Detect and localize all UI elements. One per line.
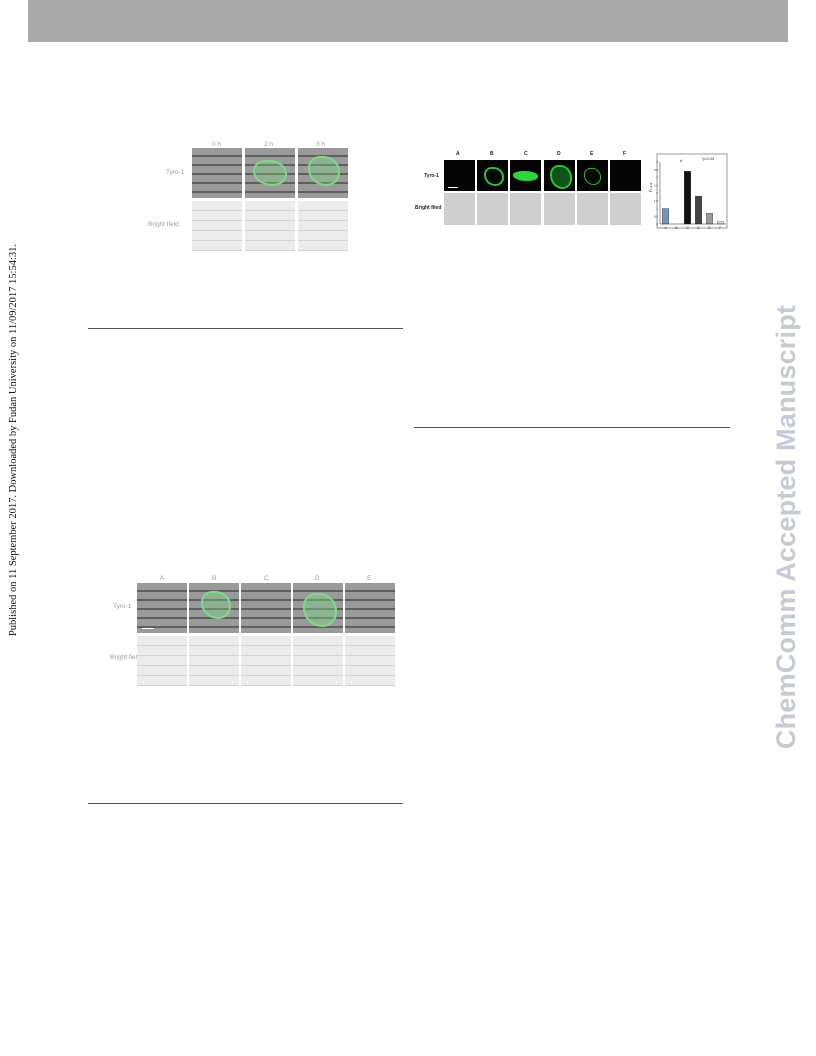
chart-annotation: *p<0.05 — [702, 157, 714, 161]
caption-rule — [88, 803, 403, 804]
bright-field-panel — [444, 193, 475, 225]
y-tick-label: 2.5 — [654, 183, 659, 187]
fluorescence-panel — [510, 160, 541, 191]
y-tick-label: 3.5 — [654, 168, 659, 172]
fluorescence-panel — [189, 583, 239, 633]
bright-field-panel — [241, 636, 291, 686]
y-tick-label: 3 — [656, 176, 658, 180]
caption-rule — [88, 328, 403, 329]
column-label: E — [367, 575, 372, 582]
column-label: E — [590, 151, 594, 157]
column-label: 2 h — [264, 141, 274, 148]
chart-significance-mark: # — [680, 158, 683, 163]
bar-D — [695, 195, 702, 225]
fluorescence-panel — [477, 160, 508, 191]
x-tick-label: C — [686, 226, 689, 230]
y-tick-label: 0.5 — [654, 214, 659, 218]
bar-F — [717, 221, 724, 225]
row-label-tyro: Tyro-1 — [166, 169, 185, 176]
column-label: 3 h — [316, 141, 326, 148]
fluorescence-panel — [137, 583, 187, 633]
header-bar — [28, 0, 788, 42]
row-label-bright-field: Bright field — [148, 221, 179, 228]
fluorescence-panel — [577, 160, 608, 191]
y-tick-label: 0 — [656, 222, 658, 226]
y-tick-label: 2 — [656, 191, 658, 195]
fluorescence-panel — [298, 148, 348, 198]
x-tick-label: B — [675, 226, 678, 230]
fluorescence-panel — [610, 160, 641, 191]
fluorescence-panel — [444, 160, 475, 191]
bright-field-panel — [577, 193, 608, 225]
fluorescence-panel — [544, 160, 575, 191]
y-tick-label: 1 — [656, 207, 658, 211]
x-tick-label: A — [664, 226, 667, 230]
bar-chart: FI a.u. *p<0.05 # 4 3.5 3 2.5 2 1.5 1 0.5 0 A B C D… — [649, 153, 728, 230]
accepted-manuscript-watermark: ChemComm Accepted Manuscript — [771, 304, 801, 750]
publication-note: Published on 11 September 2017. Download… — [8, 243, 19, 637]
chart-frame — [656, 153, 728, 229]
column-label: F — [623, 151, 627, 157]
bright-field-panel — [610, 193, 641, 225]
chart-axis — [659, 162, 726, 225]
column-label: C — [264, 575, 269, 582]
bright-field-panel — [477, 193, 508, 225]
column-label: C — [524, 151, 528, 157]
fluorescence-panel — [345, 583, 395, 633]
bright-field-panel — [298, 201, 348, 251]
bar-C — [684, 171, 691, 225]
column-label: B — [212, 575, 217, 582]
fluorescence-panel — [192, 148, 242, 198]
bar-E — [706, 213, 713, 225]
x-tick-label: E — [708, 226, 711, 230]
column-label: D — [315, 575, 320, 582]
row-label-tyro: Tyro-1 — [113, 603, 132, 610]
bright-field-panel — [245, 201, 295, 251]
bright-field-panel — [544, 193, 575, 225]
x-tick-label: F — [719, 226, 721, 230]
bright-field-panel — [345, 636, 395, 686]
fluorescence-panel — [241, 583, 291, 633]
chart-y-label: FI a.u. — [649, 182, 653, 192]
column-label: A — [456, 151, 460, 157]
y-tick-label: 1.5 — [654, 199, 659, 203]
row-label-bright-field: Bright filed — [415, 205, 442, 211]
caption-rule — [414, 427, 730, 428]
column-label: B — [490, 151, 494, 157]
bright-field-panel — [192, 201, 242, 251]
bar-A — [662, 208, 669, 225]
bright-field-panel — [189, 636, 239, 686]
column-label: D — [557, 151, 561, 157]
bright-field-panel — [510, 193, 541, 225]
fluorescence-panel — [293, 583, 343, 633]
column-label: A — [160, 575, 165, 582]
row-label-bright-field: Bright field — [110, 654, 141, 661]
bright-field-panel — [293, 636, 343, 686]
bright-field-panel — [137, 636, 187, 686]
fluorescence-panel — [245, 148, 295, 198]
row-label-tyro: Tyro-1 — [424, 173, 439, 179]
y-tick-label: 4 — [656, 160, 658, 164]
column-label: 0 h — [212, 141, 222, 148]
x-tick-label: D — [697, 226, 700, 230]
